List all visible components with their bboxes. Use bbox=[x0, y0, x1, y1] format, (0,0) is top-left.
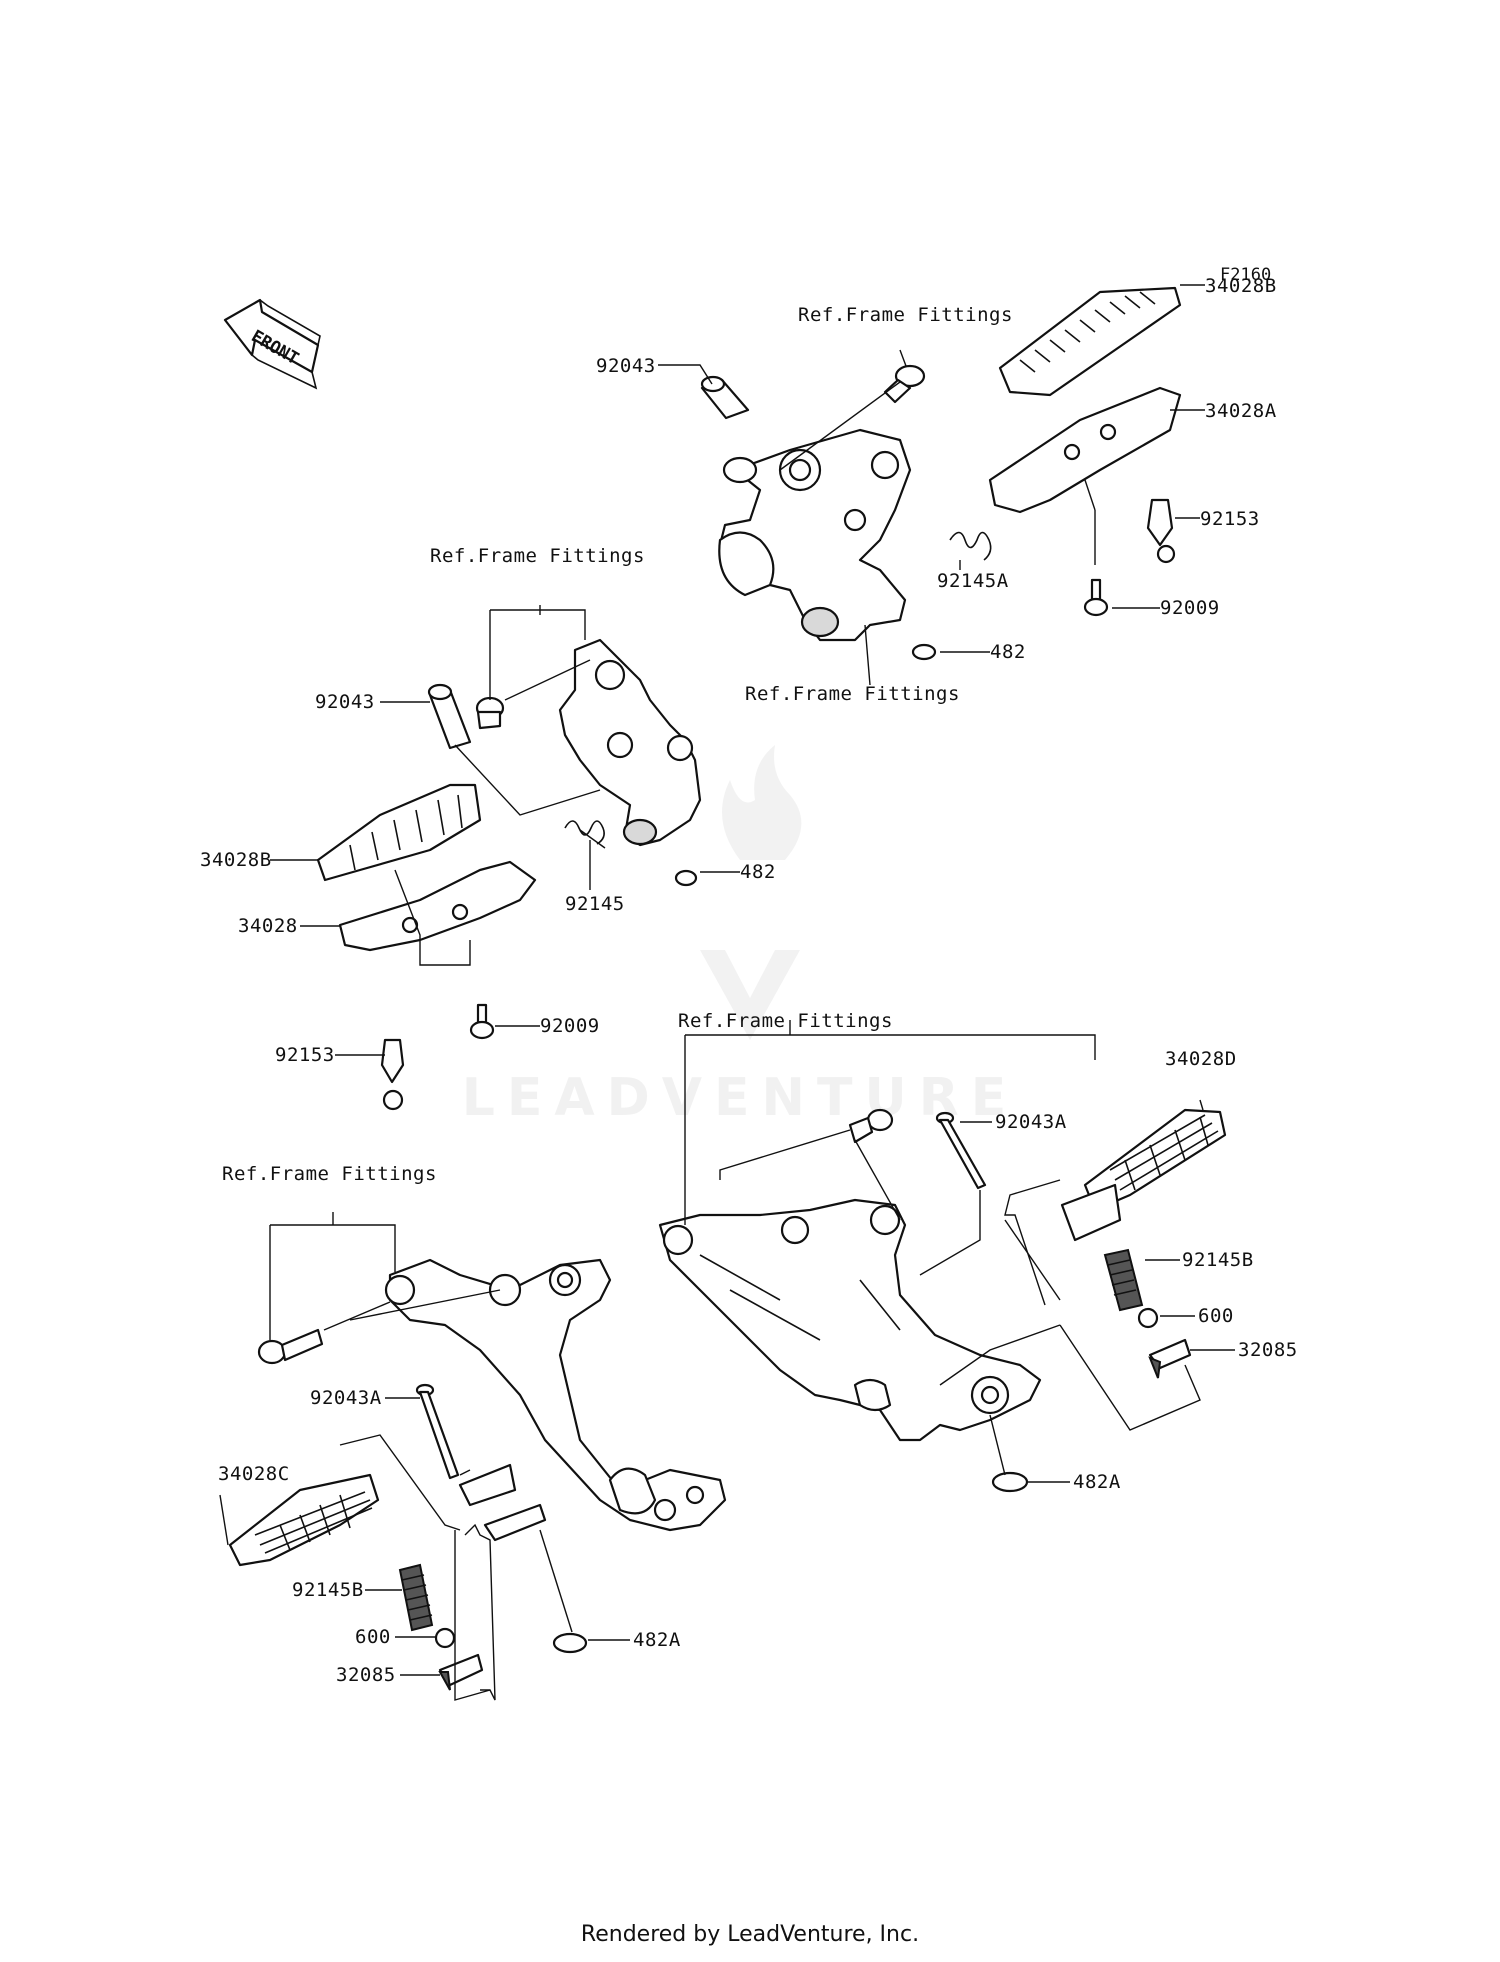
spring-92145B-right bbox=[1103, 1248, 1144, 1312]
bolt-92043A-right bbox=[935, 1111, 987, 1190]
ball-600-left bbox=[434, 1627, 456, 1649]
ball-600-right bbox=[1137, 1307, 1159, 1329]
part-label-92043A-left: 92043A bbox=[310, 1387, 382, 1409]
bolt-92043-mid bbox=[427, 683, 472, 750]
part-label-34028B-top: 34028B bbox=[1205, 275, 1277, 297]
middle-left-leaders bbox=[270, 605, 740, 1056]
bottom-left-bracket bbox=[384, 1258, 727, 1532]
diagram-code: F2160 bbox=[1220, 265, 1271, 285]
part-label-600-right: 600 bbox=[1198, 1305, 1234, 1327]
washer-482A-left bbox=[552, 1632, 588, 1654]
part-label-92009-mid: 92009 bbox=[540, 1015, 600, 1037]
part-label-92153-top: 92153 bbox=[1200, 508, 1260, 530]
bolt-ref-bottom-right bbox=[848, 1108, 894, 1144]
part-label-482-top: 482 bbox=[990, 641, 1026, 663]
part-label-34028C: 34028C bbox=[218, 1463, 290, 1485]
part-label-92153-mid: 92153 bbox=[275, 1044, 335, 1066]
leadventure-watermark: LEADVENTURE bbox=[462, 745, 1019, 1128]
part-label-92009-top: 92009 bbox=[1160, 597, 1220, 619]
part-label-92145: 92145 bbox=[565, 893, 625, 915]
ref-frame-label-bottom-right: Ref.Frame Fittings bbox=[678, 1010, 893, 1032]
footpeg-34028 bbox=[338, 860, 537, 952]
part-label-482A-left: 482A bbox=[633, 1629, 681, 1651]
top-right-leaders bbox=[658, 284, 1205, 686]
washer-482-mid bbox=[674, 869, 698, 887]
part-label-92043-top: 92043 bbox=[596, 355, 656, 377]
spring-92145A bbox=[949, 531, 992, 561]
bottom-right-bracket bbox=[658, 1198, 1042, 1442]
part-label-32085-right: 32085 bbox=[1238, 1339, 1298, 1361]
part-label-482A-right: 482A bbox=[1073, 1471, 1121, 1493]
footer-credit: Rendered by LeadVenture, Inc. bbox=[580, 1922, 920, 1947]
bolt-ref-top bbox=[883, 364, 926, 404]
bolt-92009-mid bbox=[469, 1003, 495, 1040]
ref-frame-label-mid-left: Ref.Frame Fittings bbox=[430, 545, 645, 567]
spring-92145 bbox=[564, 820, 605, 845]
part-label-482-mid: 482 bbox=[740, 861, 776, 883]
part-label-34028: 34028 bbox=[238, 915, 298, 937]
part-label-92043A-right: 92043A bbox=[995, 1111, 1067, 1133]
bolt-92043A-left bbox=[415, 1383, 460, 1480]
part-label-92145B-right: 92145B bbox=[1182, 1249, 1254, 1271]
footpeg-rubber-34028B-top bbox=[998, 286, 1182, 397]
bottom-right-leaders bbox=[684, 1020, 1235, 1483]
footpeg-34028D bbox=[1060, 1108, 1227, 1242]
washer-482A-right bbox=[991, 1471, 1029, 1493]
top-right-bracket bbox=[718, 428, 912, 642]
footpeg-rubber-34028B-mid bbox=[316, 783, 482, 882]
ref-frame-label-top: Ref.Frame Fittings bbox=[798, 304, 1013, 326]
part-label-34028A: 34028A bbox=[1205, 400, 1277, 422]
bolt-92153-top bbox=[1146, 498, 1176, 564]
part-label-600-left: 600 bbox=[355, 1626, 391, 1648]
part-label-92145A: 92145A bbox=[937, 570, 1009, 592]
part-label-32085-left: 32085 bbox=[336, 1664, 396, 1686]
footpeg-34028C bbox=[228, 1473, 380, 1567]
spring-92145B-left bbox=[398, 1563, 434, 1632]
ref-frame-label-mid-right: Ref.Frame Fittings bbox=[745, 683, 960, 705]
plate-32085-left bbox=[438, 1653, 484, 1691]
bolt-92043-top bbox=[700, 375, 750, 420]
middle-left-bracket bbox=[558, 638, 702, 847]
part-label-34028B-mid: 34028B bbox=[200, 849, 272, 871]
footpeg-34028A bbox=[988, 386, 1182, 514]
watermark-text: LEADVENTURE bbox=[462, 1068, 1019, 1128]
bolt-92153-mid bbox=[380, 1038, 405, 1111]
washer-482-top bbox=[911, 643, 937, 661]
part-label-92043-mid: 92043 bbox=[315, 691, 375, 713]
ref-frame-label-bottom-left: Ref.Frame Fittings bbox=[222, 1163, 437, 1185]
part-label-92145B-left: 92145B bbox=[292, 1579, 364, 1601]
bottom-left-leaders bbox=[219, 1212, 630, 1701]
part-labels: Ref.Frame Fittings 92043 34028B 34028A 9… bbox=[200, 275, 1298, 1686]
front-arrow-icon: FRONT bbox=[223, 298, 321, 390]
bolt-ref-bottom-left bbox=[257, 1328, 324, 1365]
bolt-92009-top bbox=[1083, 578, 1109, 617]
part-label-34028D: 34028D bbox=[1165, 1048, 1237, 1070]
bolt-ref-mid bbox=[475, 696, 505, 730]
plate-32085-right bbox=[1148, 1338, 1192, 1379]
stopper-block-left bbox=[458, 1463, 547, 1542]
